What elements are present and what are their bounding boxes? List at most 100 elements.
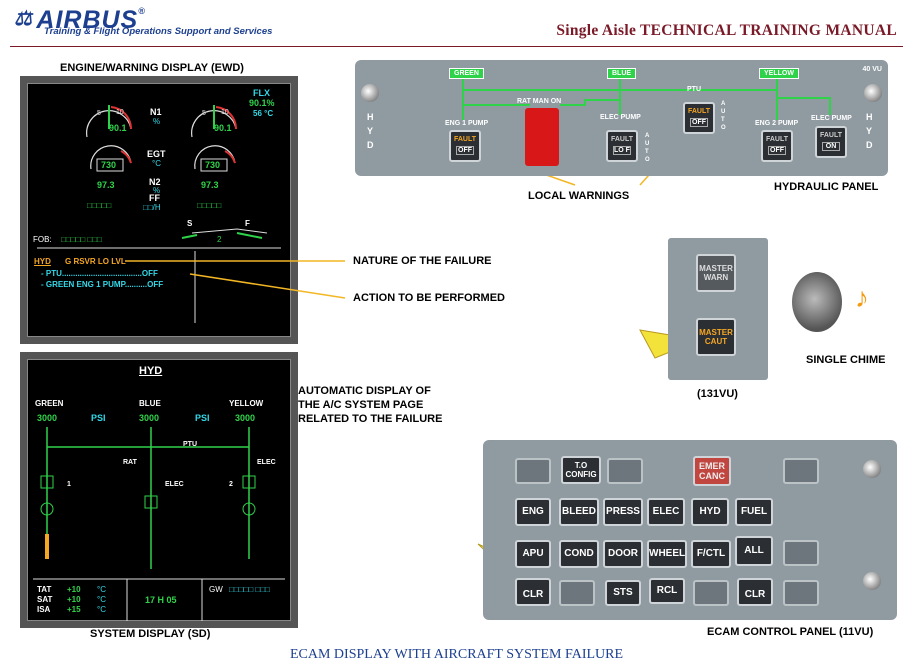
blank-key — [559, 580, 595, 606]
flx-temp: 56 °C — [253, 109, 274, 118]
n1-right-dial — [191, 110, 237, 138]
blue-system-tag: BLUE — [607, 68, 637, 79]
screw-icon — [863, 460, 881, 478]
sd-engine-1: 1 — [67, 481, 71, 488]
slat-indicator — [181, 234, 198, 239]
rcl-button[interactable]: RCL — [649, 578, 685, 604]
hyd-vu-label: 40 VU — [862, 66, 882, 73]
action-annotation: ACTION TO BE PERFORMED — [353, 292, 505, 304]
all-button[interactable]: ALL — [735, 536, 773, 566]
flx-percent: 90.1% — [249, 98, 275, 108]
press-page-button[interactable]: PRESS — [603, 498, 643, 526]
blank-key — [693, 580, 729, 606]
egt-right-box — [200, 158, 228, 172]
svg-text:10: 10 — [221, 109, 229, 116]
sd-screen: HYD GREEN BLUE YELLOW 3000 3000 3000 PSI… — [20, 352, 298, 628]
blank-key — [607, 458, 643, 484]
screw-icon — [361, 84, 379, 102]
brand-subtitle: Training & Flight Operations Support and… — [44, 26, 273, 37]
hyd-label-left: HYD — [367, 112, 374, 150]
airbus-logo: ⚖ AIRBUS® Training & Flight Operations S… — [14, 6, 272, 37]
blank-key — [515, 458, 551, 484]
sts-button[interactable]: STS — [605, 580, 641, 606]
wheel-page-button[interactable]: WHEEL — [647, 540, 687, 568]
fob-label: FOB: — [33, 235, 52, 244]
vu131-label: (131VU) — [697, 388, 738, 400]
n1-right-value: 90.1 — [214, 123, 232, 133]
n1-unit: % — [153, 117, 161, 126]
sd-elec-right: ELEC — [257, 459, 276, 466]
nature-annotation: NATURE OF THE FAILURE — [353, 255, 492, 267]
sd-yellow-press: 3000 — [235, 413, 256, 423]
green-pump-symbol — [40, 475, 54, 489]
brand-name: AIRBUS — [36, 6, 139, 34]
yellow-valve-symbol — [242, 502, 256, 516]
green-valve-symbol — [40, 502, 54, 516]
yellow-pump-symbol — [242, 475, 256, 489]
sd-title: SYSTEM DISPLAY (SD) — [90, 628, 211, 640]
egt-right-dial — [194, 145, 236, 170]
cond-page-button[interactable]: COND — [559, 540, 599, 568]
ewd-title: ENGINE/WARNING DISPLAY (EWD) — [60, 62, 244, 74]
n2-label: N2 — [149, 177, 161, 187]
egt-right-value: 730 — [205, 160, 221, 170]
ff-right-value: □□□□□ — [197, 201, 222, 210]
eng-page-button[interactable]: ENG — [515, 498, 551, 526]
svg-text:5: 5 — [97, 110, 101, 117]
sd-graphics — [33, 427, 285, 621]
apu-page-button[interactable]: APU — [515, 540, 551, 568]
yellow-elec-pump-label: ELEC PUMP — [811, 115, 852, 122]
blue-auto-label: AUTO — [645, 133, 650, 163]
fctl-page-button[interactable]: F/CTL — [691, 540, 731, 568]
ecam-panel-title: ECAM CONTROL PANEL (11VU) — [707, 626, 874, 638]
n2-right-value: 97.3 — [201, 180, 219, 190]
fob-value: □□□□□ □□□ — [61, 235, 102, 244]
elec-page-button[interactable]: ELEC — [647, 498, 685, 526]
fuel-page-button[interactable]: FUEL — [735, 498, 773, 526]
elec-pump-label: ELEC PUMP — [600, 114, 641, 121]
local-warnings-annotation: LOCAL WARNINGS — [528, 190, 630, 202]
hyd-page-button[interactable]: HYD — [691, 498, 729, 526]
clr-right-button[interactable]: CLR — [737, 578, 773, 606]
eng1-pump-label: ENG 1 PUMP — [445, 120, 489, 127]
clr-left-button[interactable]: CLR — [515, 578, 551, 606]
ff-left-value: □□□□□ — [87, 201, 112, 210]
n1-label: N1 — [150, 107, 162, 117]
door-page-button[interactable]: DOOR — [603, 540, 643, 568]
slat-label: S — [187, 219, 193, 228]
svg-text:10: 10 — [116, 109, 124, 116]
rat-man-on-guard[interactable] — [525, 108, 559, 166]
bleed-page-button[interactable]: BLEED — [559, 498, 599, 526]
sd-rat-label: RAT — [123, 459, 137, 466]
screw-icon — [863, 572, 881, 590]
hyd-panel-title: HYDRAULIC PANEL — [774, 181, 879, 193]
manual-title: Single Aisle TECHNICAL TRAINING MANUAL — [556, 22, 897, 39]
ptu-panel-label: PTU — [687, 86, 701, 93]
single-chime-label: SINGLE CHIME — [806, 354, 886, 366]
sd-page-title: HYD — [139, 365, 163, 377]
blank-key — [783, 580, 819, 606]
airbus-swirl-icon: ⚖ — [14, 8, 32, 30]
screw-icon — [864, 84, 882, 102]
action-green-pump: - GREEN ENG 1 PUMP..........OFF — [41, 280, 164, 289]
sd-temp-units: °C°C°C — [97, 585, 106, 614]
n1-left-dial — [86, 110, 132, 138]
sd-yellow-label: YELLOW — [229, 399, 264, 408]
n2-left-value: 97.3 — [97, 180, 115, 190]
flap-indicator — [236, 232, 263, 239]
flap-position: 2 — [217, 235, 222, 244]
